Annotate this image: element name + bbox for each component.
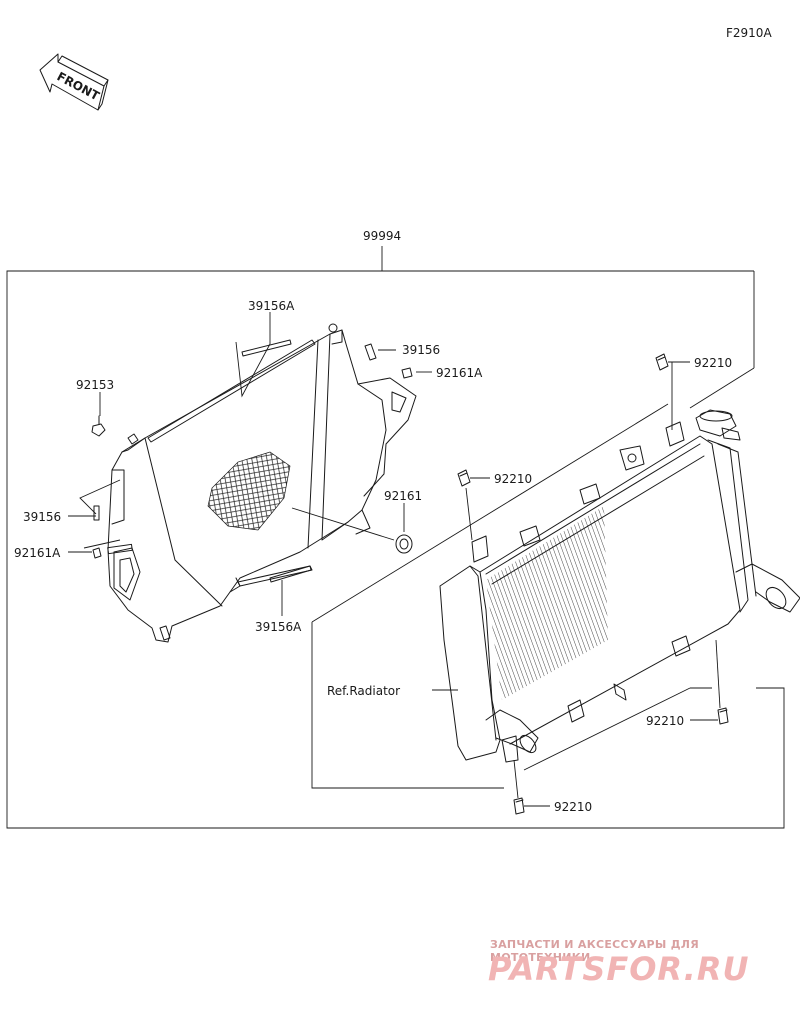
part-92210-nut-4 <box>513 797 525 815</box>
assembly-frame-right-link <box>689 367 755 409</box>
part-39156A-top-strip <box>241 339 292 357</box>
part-92210-nut-2 <box>457 469 471 487</box>
label-39156-left: 39156 <box>23 510 61 524</box>
label-92210-1: 92210 <box>694 356 732 370</box>
part-39156A-bottom-strip <box>269 565 312 583</box>
part-92161-grommet <box>395 534 413 554</box>
radiator-cover <box>107 323 417 643</box>
watermark-brand: PARTSFOR.RU <box>488 950 750 988</box>
leader-lines <box>68 312 721 807</box>
label-92210-3: 92210 <box>646 714 684 728</box>
radiator <box>439 409 800 763</box>
label-92161: 92161 <box>384 489 422 503</box>
label-92153: 92153 <box>76 378 114 392</box>
front-arrow-icon: FRONT <box>39 53 109 111</box>
part-92161A-right-grommet <box>401 367 413 379</box>
label-92210-4: 92210 <box>554 800 592 814</box>
assembly-frame <box>6 270 785 829</box>
part-92210-nut-3 <box>717 707 729 725</box>
label-39156A-top: 39156A <box>248 299 295 313</box>
ref-radiator-frame-right <box>471 403 669 525</box>
label-39156-right: 39156 <box>402 343 440 357</box>
label-92210-2: 92210 <box>494 472 532 486</box>
part-92161A-left-grommet <box>92 547 102 559</box>
label-92161A-left: 92161A <box>14 546 61 560</box>
ref-radiator-frame-bottom <box>523 687 691 771</box>
label-39156A-bottom: 39156A <box>255 620 302 634</box>
figure-code: F2910A <box>726 26 772 40</box>
watermark-tagline: ЗАПЧАСТИ И АКСЕССУАРЫ ДЛЯ МОТОТЕХНИКИ <box>490 938 700 964</box>
label-92161A-right: 92161A <box>436 366 483 380</box>
part-39156-right-seal <box>364 343 377 361</box>
part-39156-left-seal <box>93 505 100 521</box>
ref-radiator-frame <box>311 622 504 789</box>
label-ref-radiator: Ref.Radiator <box>327 684 400 698</box>
part-92153-bolt <box>91 415 106 437</box>
part-92210-nut-1 <box>655 353 669 371</box>
ref-radiator-frame-top <box>311 523 473 623</box>
assembly-label: 99994 <box>363 229 401 243</box>
